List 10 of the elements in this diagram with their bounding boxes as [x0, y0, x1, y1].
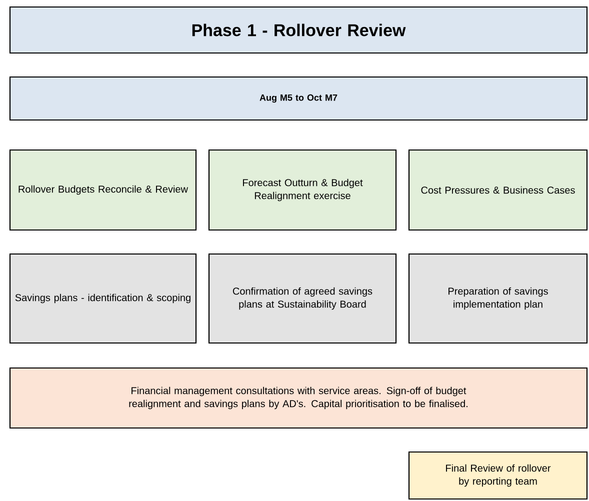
note-box: Financial management consultations with service areas. Sign-off of budget realignment and savings plans by AD's. Capital prioritisation to be finalised.: [9, 367, 588, 429]
process-box: Forecast Outturn & Budget Realignment exercise: [208, 149, 397, 231]
process-box: Final Review of rollover by reporting team: [408, 451, 588, 500]
heading-box: Phase 1 - Rollover Review: [9, 6, 588, 54]
process-box: Savings plans - identification & scoping: [9, 253, 197, 344]
process-box: Confirmation of agreed savings plans at Sustainability Board: [208, 253, 397, 344]
process-box: Preparation of savings implementation plan: [408, 253, 588, 344]
date-box: Aug M5 to Oct M7: [9, 76, 588, 121]
process-box: Rollover Budgets Reconcile & Review: [9, 149, 197, 231]
process-box: Cost Pressures & Business Cases: [408, 149, 588, 231]
